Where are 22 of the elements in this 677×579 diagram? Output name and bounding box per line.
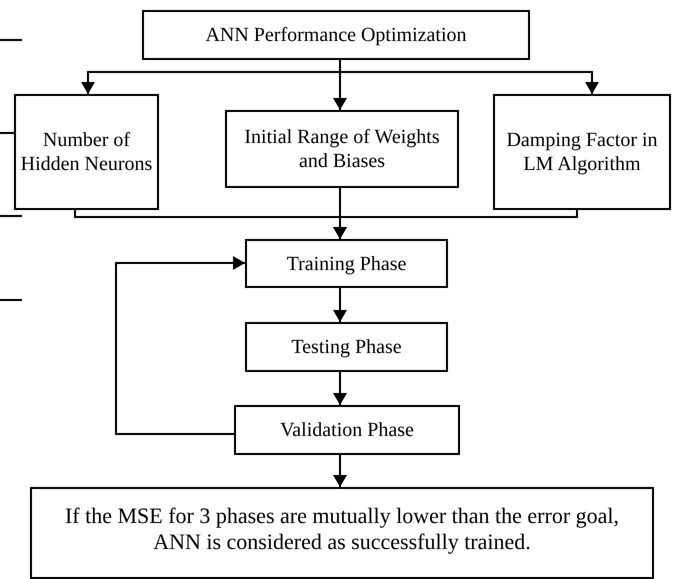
arrow [333,372,347,405]
process-box [142,10,530,60]
node-label: Damping Factor in LM Algorithm [505,128,659,176]
result-box [30,487,654,579]
process-box [245,322,448,372]
arrow [333,210,578,239]
node-label: Testing Phase [291,335,402,359]
arrow [333,455,347,487]
process-box [14,94,159,210]
arrow [115,256,245,435]
node-label: Training Phase [286,252,406,276]
node-label: ANN Performance Optimization [205,23,467,47]
process-box [493,94,671,210]
node-label: Number of Hidden Neurons [20,128,153,176]
process-box [245,239,448,288]
arrow [339,60,599,94]
node-label: Validation Phase [280,418,414,442]
process-box [225,110,459,188]
process-box [234,405,460,455]
node-label: Initial Range of Weights and Biases [243,125,441,173]
arrow [333,288,347,322]
node-label: If the MSE for 3 phases are mutually lower than the error goal, ANN is considered as successfully trained. [64,503,620,556]
